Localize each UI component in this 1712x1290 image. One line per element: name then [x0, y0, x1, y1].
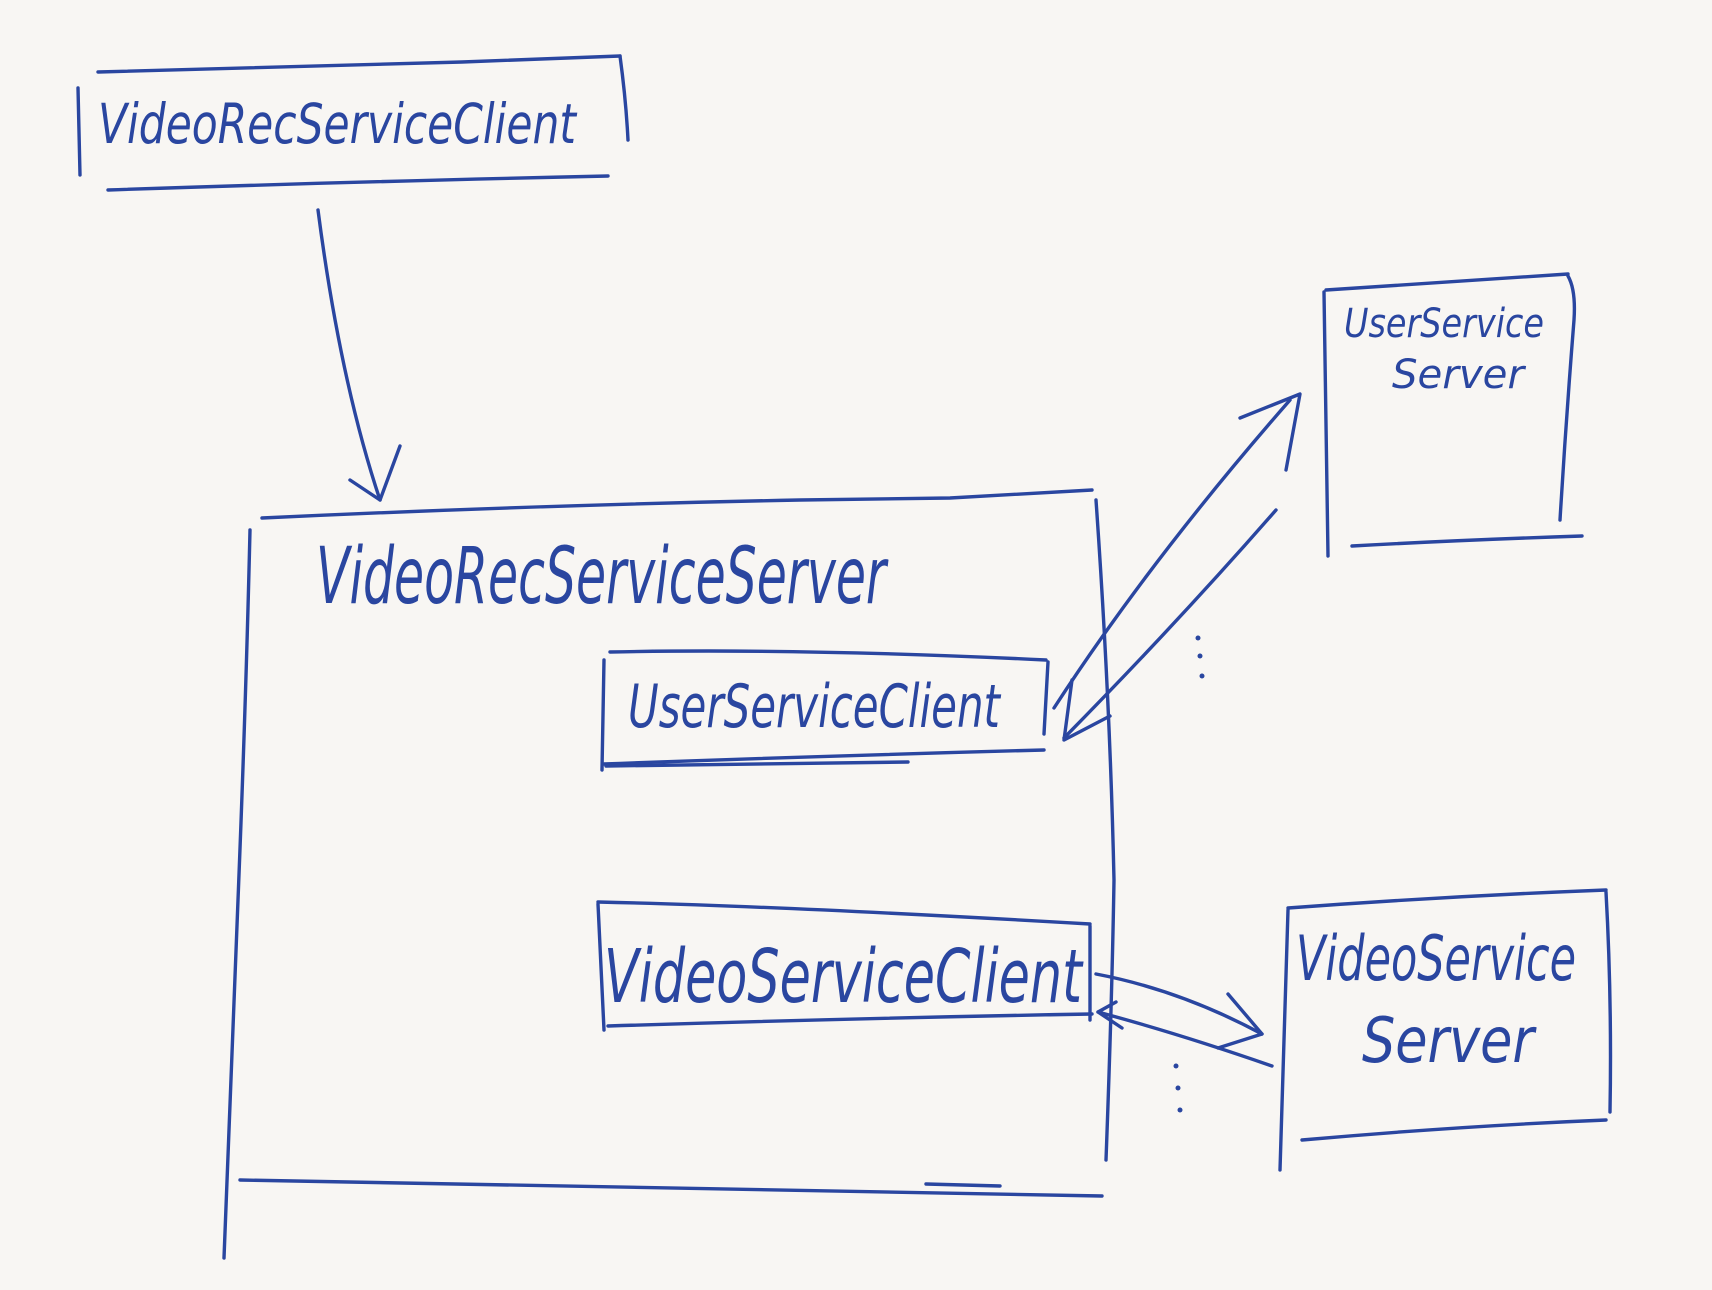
video-rec-service-server-label: VideoRecServiceServer	[316, 532, 889, 622]
video-rec-service-client-label: VideoRecServiceClient	[98, 92, 578, 156]
video-service-server-box: VideoService Server	[1278, 888, 1613, 1172]
video-service-server-label-line2: Server	[1362, 1004, 1537, 1077]
client-to-server-arrow	[316, 208, 402, 502]
user-service-client-box: UserServiceClient	[600, 649, 1050, 772]
user-client-to-server-arrow	[1052, 392, 1302, 710]
user-service-server-label-line2: Server	[1392, 352, 1527, 398]
user-service-server-label-line1: UserService	[1344, 301, 1544, 347]
video-service-ellipsis	[1173, 1063, 1183, 1113]
video-client-to-server-arrow	[1094, 972, 1264, 1050]
video-service-client-box: VideoServiceClient	[596, 900, 1094, 1032]
video-service-client-label: VideoServiceClient	[604, 934, 1084, 1020]
video-server-to-client-arrow	[1096, 1000, 1274, 1068]
user-service-ellipsis	[1195, 635, 1205, 679]
user-server-to-client-arrow	[1062, 508, 1278, 742]
video-rec-service-server-box: VideoRecServiceServer	[222, 488, 1116, 1260]
user-service-server-box: UserService Server	[1322, 272, 1584, 558]
video-rec-service-client-box: VideoRecServiceClient	[76, 54, 630, 192]
video-service-server-label-line1: VideoService	[1296, 922, 1576, 995]
user-service-client-label: UserServiceClient	[628, 672, 1002, 742]
